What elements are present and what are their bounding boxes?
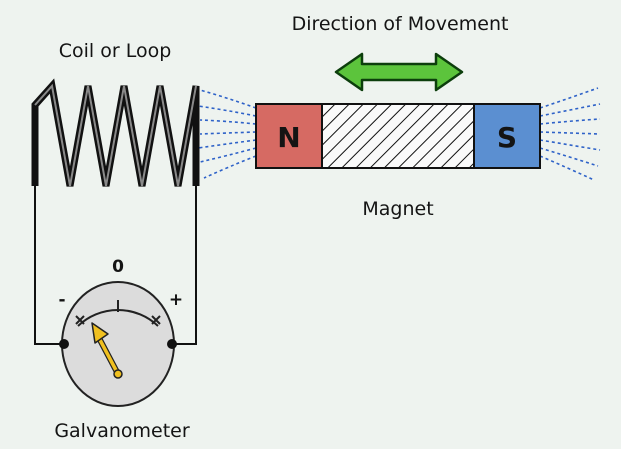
circuit-wires [34,186,197,345]
galvanometer-needle [91,322,123,379]
coil-label: Coil or Loop [59,40,172,62]
magnet: N S [255,103,541,169]
coil [31,78,200,187]
north-pole-label: N [277,121,300,154]
magnet-north-pole [256,104,322,168]
terminal-negative [59,339,69,349]
double-headed-arrow-icon [334,52,464,92]
zero-label: 0 [112,257,124,277]
galvanometer-label: Galvanometer [54,420,190,442]
plus-label: + [169,290,183,310]
plus-tick [151,315,161,325]
field-lines-left [197,89,257,179]
south-pole-label: S [497,121,517,154]
field-lines-right [539,87,601,181]
galvanometer: 0 - + [58,257,183,407]
direction-label: Direction of Movement [292,13,509,35]
minus-tick [75,315,85,325]
magnet-south-pole [474,104,540,168]
magnet-label: Magnet [362,198,433,220]
terminal-positive [167,339,177,349]
minus-label: - [58,290,65,310]
